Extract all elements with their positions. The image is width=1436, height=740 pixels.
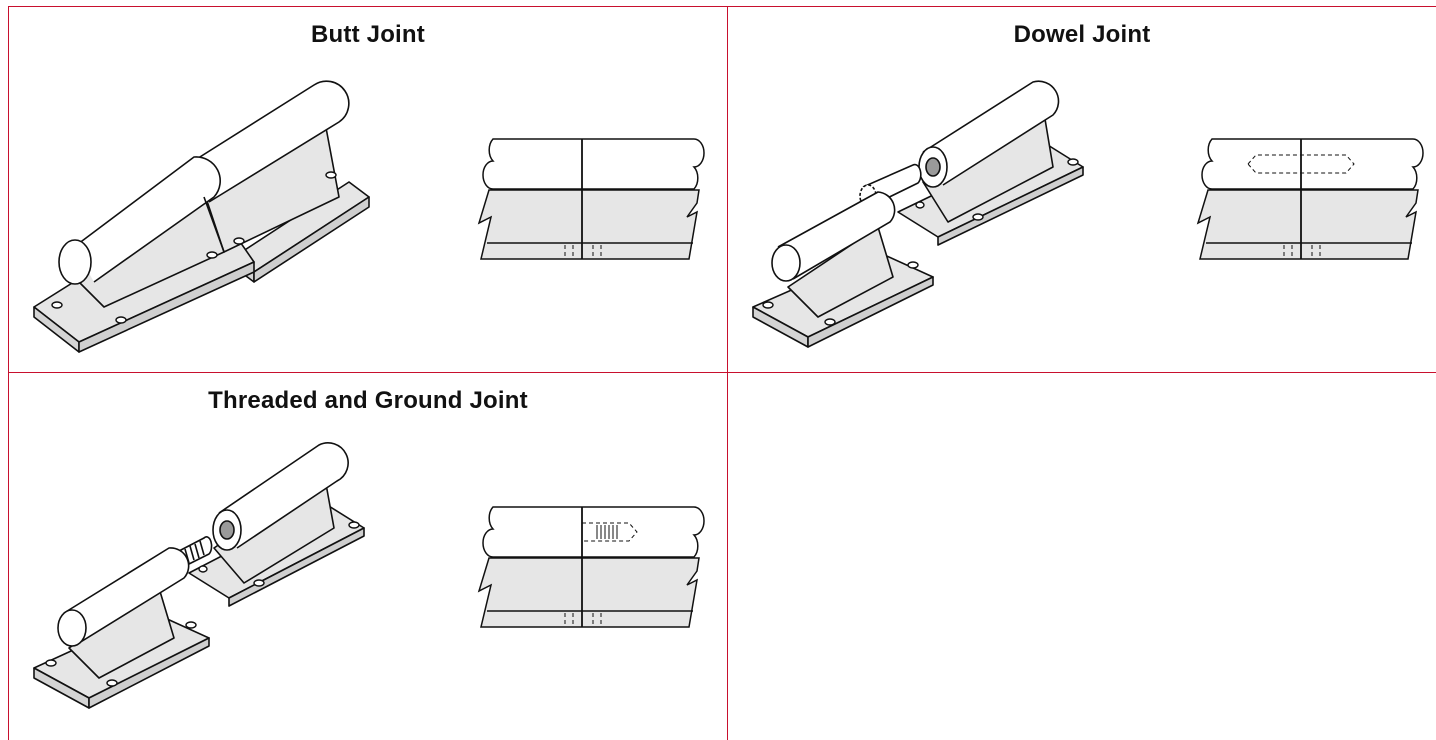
dowel-joint-section-view — [1196, 138, 1424, 260]
panel-butt-joint: Butt Joint — [9, 7, 727, 372]
butt-joint-isometric-figure — [33, 80, 370, 353]
outer-left-border — [8, 6, 9, 740]
bolt-hole-icon — [51, 301, 63, 309]
panel-empty — [728, 373, 1436, 740]
panel-title: Butt Joint — [311, 21, 425, 48]
butt-joint-section-view — [477, 138, 705, 260]
panel-threaded-ground-joint: Threaded and Ground Joint — [9, 373, 727, 740]
panel-dowel-joint: Dowel Joint — [728, 7, 1436, 372]
panel-title: Threaded and Ground Joint — [208, 387, 528, 414]
bolt-hole-icon — [45, 659, 57, 667]
threaded-hole-hidden-outline — [581, 522, 638, 542]
threaded-joint-section-view — [477, 506, 705, 628]
top-border — [8, 6, 1436, 7]
threaded-joint-isometric-figure — [33, 442, 365, 709]
center-divider — [727, 6, 728, 740]
dowel-joint-isometric-figure — [752, 80, 1084, 348]
dowel-pin-hidden-outline — [1247, 154, 1355, 174]
row-divider — [8, 372, 1436, 373]
bolt-hole-icon — [762, 301, 774, 309]
panel-title: Dowel Joint — [1013, 21, 1151, 48]
